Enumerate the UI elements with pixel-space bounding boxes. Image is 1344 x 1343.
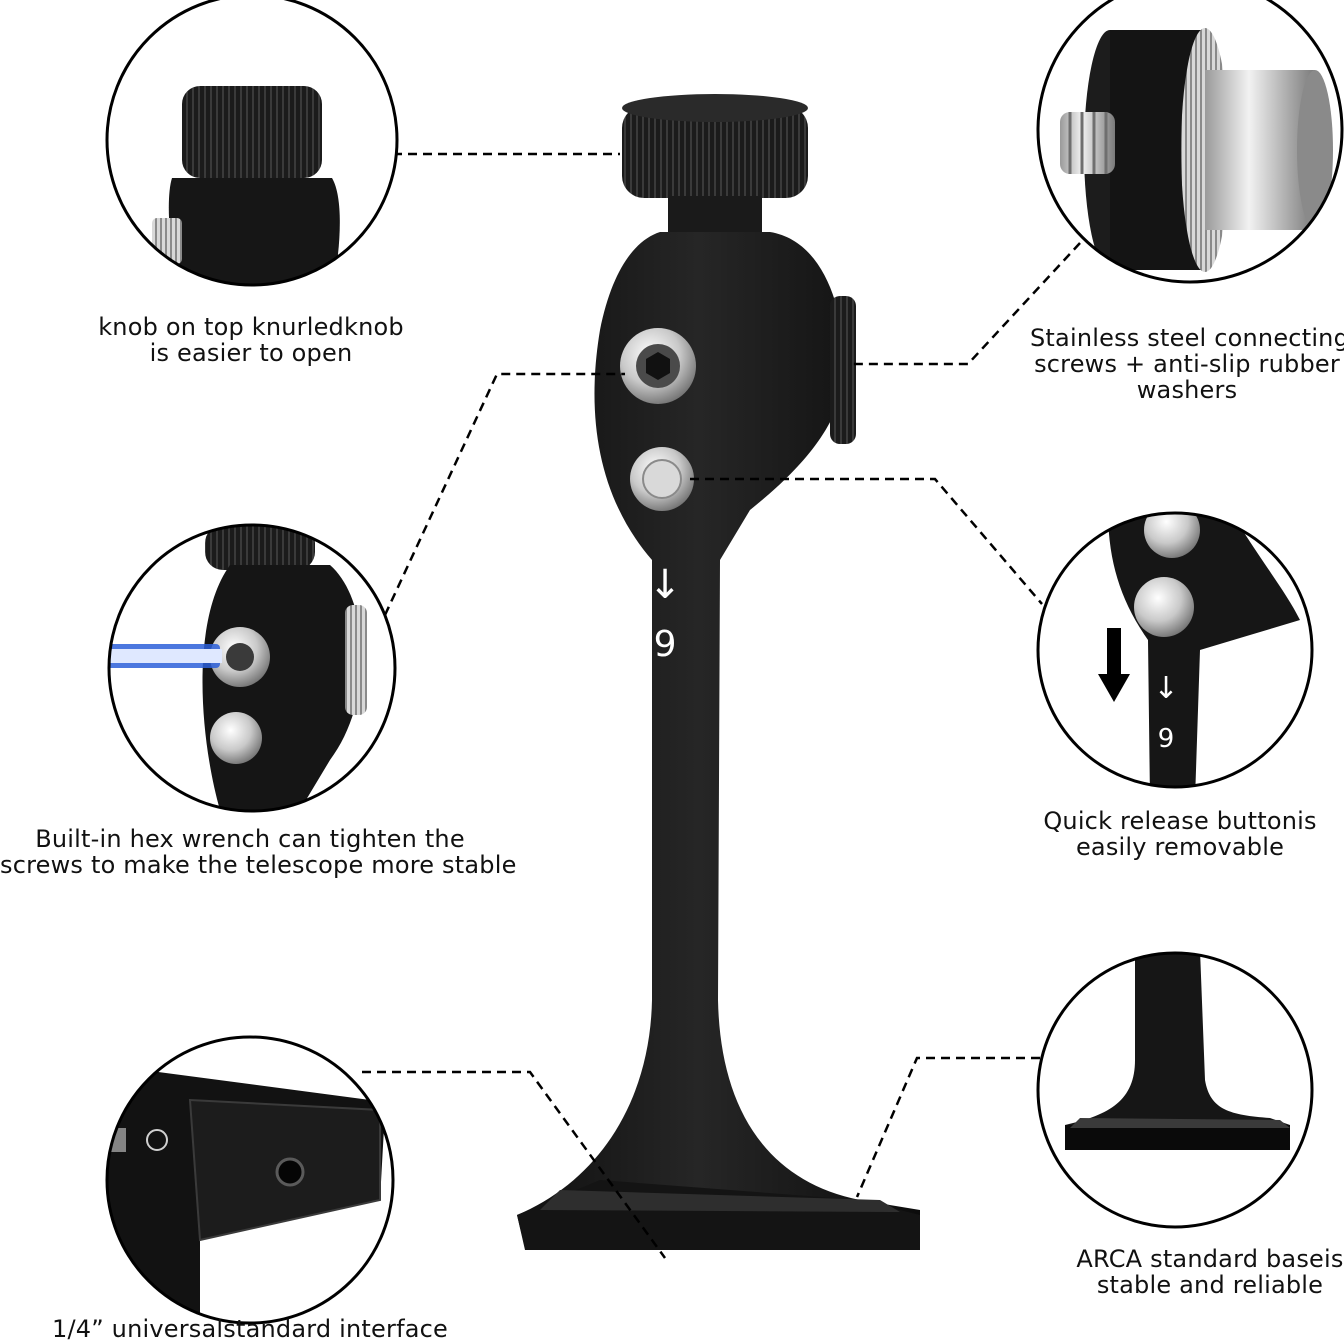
engraved-arrow: ↓ [648, 562, 682, 608]
leader-lines [362, 152, 1081, 1259]
arrow-down-icon [1098, 628, 1130, 702]
caption-knob: knob on top knurledknob is easier to ope… [98, 313, 404, 367]
svg-text:↓: ↓ [1153, 671, 1178, 706]
screw-thread [1060, 112, 1115, 174]
knurled-knob-icon [622, 94, 808, 232]
detail-circle-quick-release: ↓ 6 [1036, 511, 1314, 789]
detail-circle-interface [105, 1035, 395, 1325]
caption-quick-release: Quick release buttonis easily removable [1043, 807, 1317, 861]
detail-circle-screws [1036, 0, 1344, 284]
release-button-icon [630, 447, 694, 511]
engraved-digit: 6 [654, 621, 677, 662]
arca-base-icon [1065, 953, 1290, 1150]
leader-quick-release [690, 477, 1043, 605]
tripod-hole-icon [275, 1157, 305, 1187]
leader-hex-wrench [383, 372, 625, 616]
detail-circle-hex-wrench [107, 523, 397, 813]
caption-hex-wrench: Built-in hex wrench can tighten the scre… [0, 825, 517, 879]
leader-interface [362, 1070, 667, 1259]
main-product: ↓ 6 [517, 94, 920, 1250]
detail-circle-arca-base [1036, 951, 1314, 1229]
threaded-screw-icon [620, 328, 696, 404]
leader-arca-base [855, 1056, 1040, 1198]
leader-screws [850, 242, 1081, 366]
detail-circle-knob [105, 0, 399, 287]
hex-wrench-icon [109, 644, 222, 668]
caption-interface: 1/4” universalstandard interface [51, 1315, 448, 1343]
svg-text:6: 6 [1158, 721, 1175, 751]
caption-arca-base: ARCA standard baseis stable and reliable [1076, 1245, 1344, 1299]
caption-screws: Stainless steel connecting screws + anti… [1030, 324, 1344, 404]
